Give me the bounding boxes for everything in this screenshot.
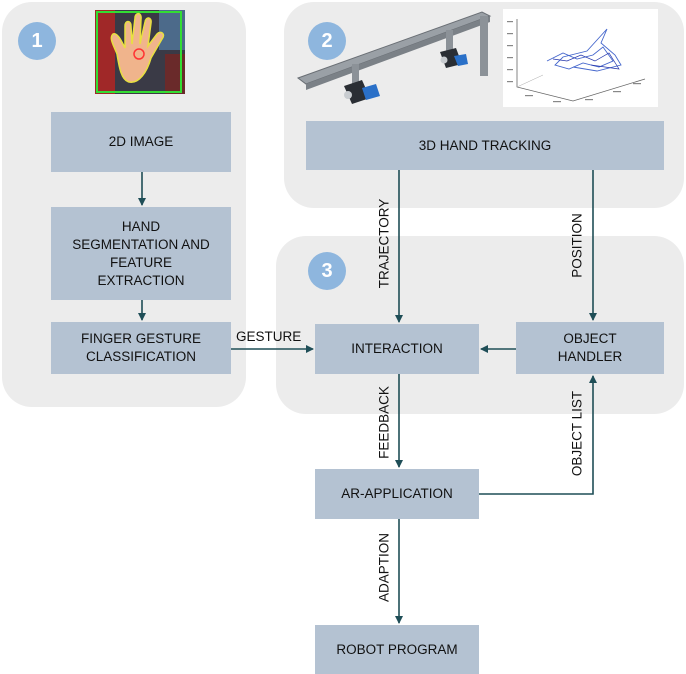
box-robot-program-label: ROBOT PROGRAM: [336, 641, 458, 657]
label-adaption: ADAPTION: [376, 533, 392, 603]
label-feedback: FEEDBACK: [376, 386, 392, 459]
box-object-handler: OBJECT HANDLER: [516, 322, 664, 374]
box-3d-hand-tracking: 3D HAND TRACKING: [306, 121, 664, 170]
box-interaction: INTERACTION: [315, 324, 479, 374]
box-ar-application: AR-APPLICATION: [315, 469, 479, 519]
camera-rail-illustration: [296, 11, 492, 104]
segmentation-line-3: FEATURE: [109, 254, 172, 270]
arrow-object-list: [479, 375, 597, 495]
label-object-list: OBJECT LIST: [569, 390, 585, 477]
label-position: POSITION: [569, 213, 585, 278]
segmentation-line-1: HAND: [121, 218, 161, 234]
trajectory-3d-plot: [503, 9, 658, 107]
object-handler-line-1: OBJECT: [563, 331, 617, 346]
hand-segmentation-image: [95, 10, 185, 94]
box-interaction-label: INTERACTION: [351, 341, 443, 356]
camera-right: [440, 48, 468, 68]
step-badge-1: 1: [18, 22, 56, 60]
step-badge-2: 2: [308, 22, 346, 60]
box-2d-image: 2D IMAGE: [51, 112, 231, 172]
segmentation-line-2: SEGMENTATION AND: [72, 236, 210, 252]
box-hand-segmentation: HAND SEGMENTATION AND FEATURE EXTRACTION: [51, 207, 231, 300]
box-3d-hand-tracking-label: 3D HAND TRACKING: [418, 137, 552, 153]
box-robot-program: ROBOT PROGRAM: [315, 625, 479, 674]
box-ar-application-label: AR-APPLICATION: [341, 486, 453, 501]
finger-gesture-line-2: CLASSIFICATION: [85, 349, 197, 364]
segmentation-line-4: EXTRACTION: [97, 272, 185, 288]
box-finger-gesture-classification: FINGER GESTURE CLASSIFICATION: [51, 322, 231, 374]
camera-left: [344, 80, 380, 104]
finger-gesture-line-1: FINGER GESTURE: [80, 331, 201, 346]
box-2d-image-label: 2D IMAGE: [108, 134, 174, 149]
label-gesture: GESTURE: [236, 329, 302, 344]
object-handler-line-2: HANDLER: [557, 349, 623, 364]
step-badge-3: 3: [308, 252, 346, 290]
label-trajectory: TRAJECTORY: [376, 198, 392, 289]
